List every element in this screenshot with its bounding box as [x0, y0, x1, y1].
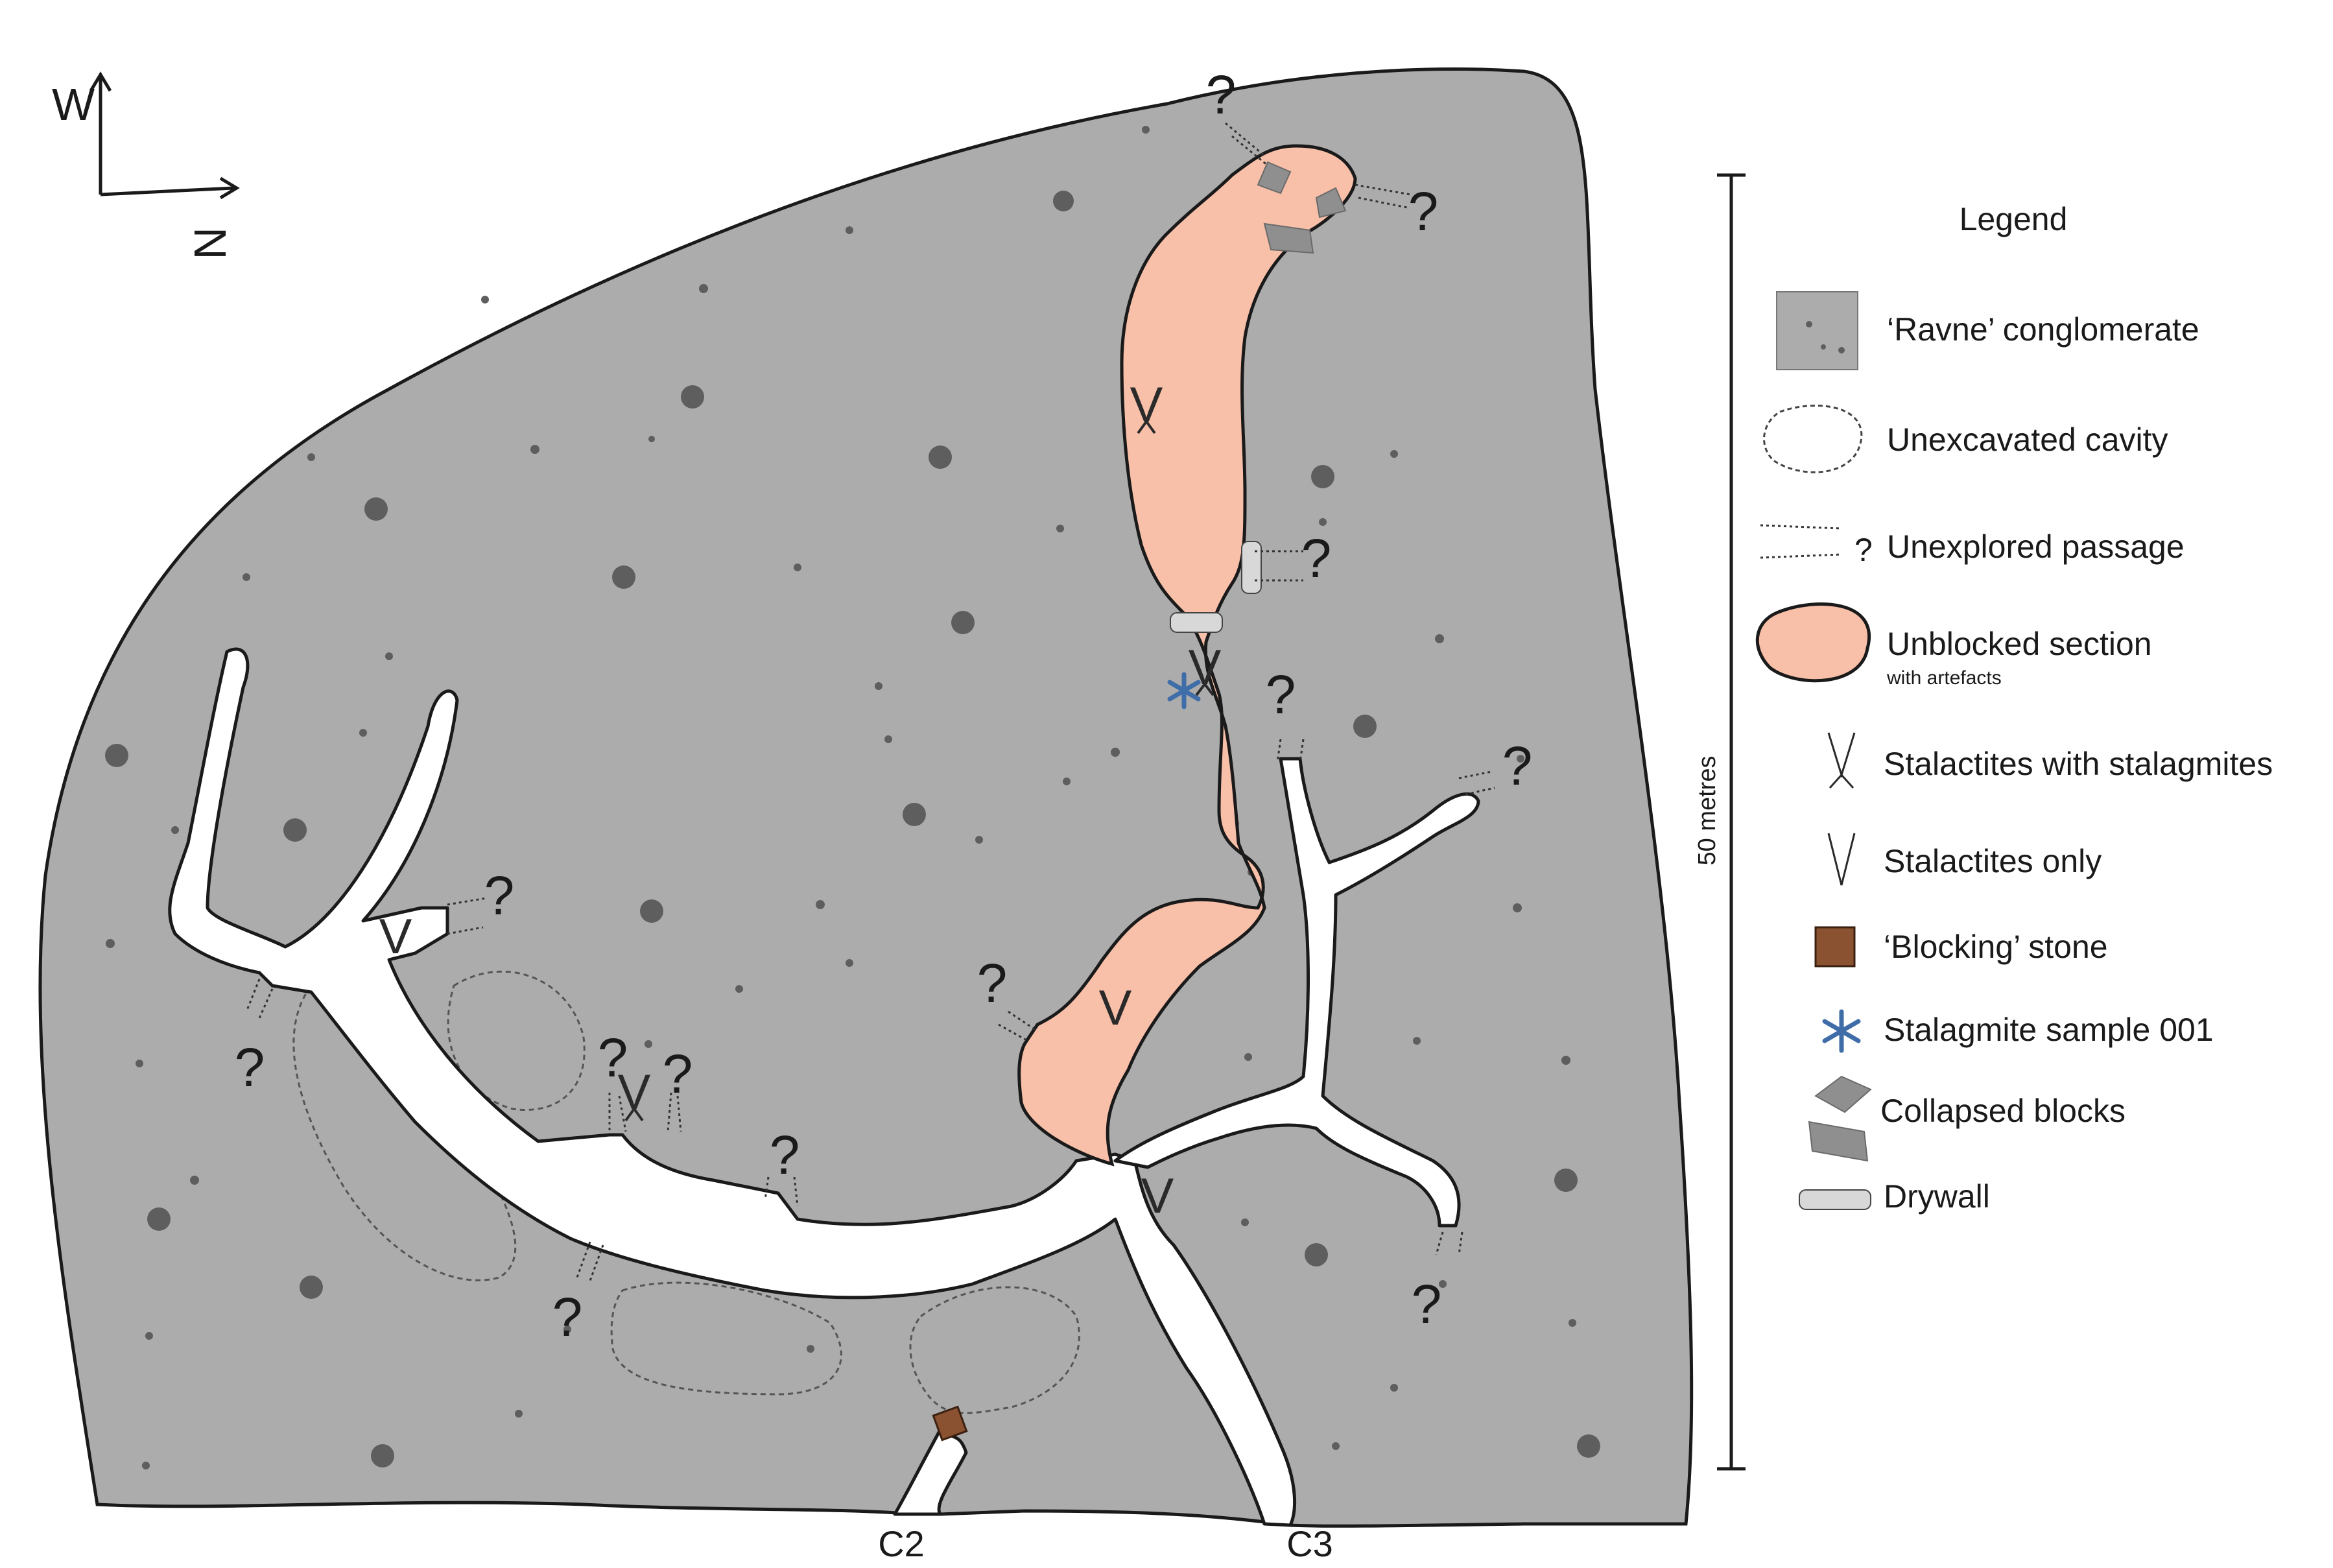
- stalactite-marker: V: [1141, 1169, 1174, 1224]
- entrance-c3-label: C3: [1286, 1523, 1333, 1564]
- dotted-lines-question-icon: [1760, 524, 1842, 559]
- legend-label: ‘Ravne’ conglomerate: [1887, 311, 2199, 348]
- legend-item-blocking-stone: ‘Blocking’ stone: [1814, 926, 2108, 968]
- legend-item-unblocked: Unblocked section with artefacts: [1755, 602, 2152, 689]
- legend-item-drywall: Drywall: [1799, 1178, 1990, 1215]
- blocking-stone: [932, 1405, 968, 1442]
- unexplored-marker: ?: [1266, 664, 1296, 725]
- compass: W N: [52, 71, 240, 260]
- cavity-southeast: [909, 1286, 1080, 1414]
- unexplored-marker: ?: [1412, 1274, 1442, 1335]
- legend-label: Collapsed blocks: [1880, 1093, 2126, 1129]
- entrance-c2-label: C2: [878, 1523, 925, 1564]
- compass-west-label: W: [52, 79, 95, 130]
- compass-north-label: N: [185, 227, 235, 260]
- legend-label: Stalagmite sample 001: [1884, 1012, 2214, 1048]
- svg-text:?: ?: [1854, 532, 1873, 568]
- unexplored-marker: ?: [1206, 64, 1237, 125]
- unexplored-marker: ?: [484, 865, 515, 926]
- stalactite-stalagmite-icon: [1827, 732, 1856, 789]
- conglomerate-rock-body: [38, 67, 1694, 1528]
- unexplored-passage-lines: [245, 122, 1495, 1281]
- stalagmite-sample-marker: [1167, 672, 1201, 709]
- legend-item-passage: ? Unexplored passage: [1760, 524, 2185, 568]
- legend-label: Stalactites only: [1884, 843, 2102, 879]
- unexplored-marker: ?: [598, 1027, 628, 1088]
- unexplored-marker: ?: [1301, 528, 1332, 589]
- stalactite-marker: V: [1099, 980, 1132, 1036]
- stalactite-with-stalagmite-marker: V: [1130, 377, 1163, 433]
- unexplored-marker: ?: [552, 1287, 583, 1348]
- legend-sublabel: with artefacts: [1886, 667, 2002, 689]
- drywall-icon: [1799, 1189, 1871, 1210]
- legend: Legend ‘Ravne’ conglomerate Unexcavated …: [1755, 201, 2273, 1215]
- unexplored-marker: ?: [770, 1124, 800, 1185]
- brown-square-icon: [1814, 926, 1856, 968]
- unexplored-markers: ? ? ? ? ? ? ? ? ? ? ? ? ?: [235, 64, 1533, 1348]
- legend-label: ‘Blocking’ stone: [1884, 929, 2108, 965]
- unexplored-marker: ?: [1502, 735, 1533, 796]
- passage-c2-spur: [893, 1428, 968, 1516]
- compass-arrows: [89, 71, 240, 200]
- unexplored-marker: ?: [663, 1043, 693, 1104]
- legend-label: Unexplored passage: [1887, 529, 2185, 565]
- cavity-center: [447, 970, 586, 1111]
- legend-item-stalactites-stalagmites: Stalactites with stalagmites: [1827, 732, 2273, 789]
- legend-title: Legend: [1960, 201, 2068, 237]
- salmon-blob-icon: [1755, 602, 1871, 683]
- legend-label: Unblocked section: [1887, 626, 2152, 662]
- scale-bar: 50 metres: [1694, 173, 1746, 1471]
- east-passage-network: [1113, 757, 1480, 1228]
- drywall-lower: [1170, 612, 1223, 633]
- legend-label: Stalactites with stalagmites: [1884, 746, 2273, 782]
- conglomerate-pebbles: [105, 126, 1600, 1469]
- blue-asterisk-icon: [1822, 1009, 1861, 1053]
- unexplored-marker: ?: [977, 953, 1008, 1014]
- conglomerate-swatch-icon: [1776, 291, 1858, 370]
- legend-label: Unexcavated cavity: [1887, 422, 2168, 458]
- stalactite-icon: [1827, 833, 1856, 886]
- legend-item-sample: Stalagmite sample 001: [1822, 1009, 2214, 1053]
- unexplored-marker: ?: [1408, 181, 1439, 242]
- legend-item-cavity: Unexcavated cavity: [1763, 405, 2168, 473]
- legend-item-conglomerate: ‘Ravne’ conglomerate: [1776, 291, 2199, 370]
- unblocked-section: [1017, 144, 1357, 1167]
- legend-item-stalactites: Stalactites only: [1827, 833, 2102, 886]
- stalagmite-ticks: [624, 419, 1214, 1122]
- collapsed-blocks: [1257, 161, 1347, 254]
- stalactite-marker: V: [379, 909, 412, 964]
- scale-bar-label: 50 metres: [1694, 756, 1721, 866]
- explored-passages: [168, 647, 1480, 1527]
- legend-item-collapsed: Collapsed blocks: [1808, 1075, 2126, 1162]
- stalactite-with-stalagmite-marker: V: [1189, 640, 1222, 695]
- dashed-outline-icon: [1763, 405, 1863, 473]
- drywall-upper: [1241, 541, 1262, 594]
- main-passage-west: [168, 647, 1296, 1527]
- unexplored-marker: ?: [235, 1037, 265, 1098]
- legend-label: Drywall: [1884, 1178, 1990, 1215]
- collapsed-blocks-icon: [1808, 1075, 1872, 1162]
- cavity-south: [610, 1281, 842, 1396]
- stalactite-with-stalagmite-marker: V: [618, 1065, 651, 1120]
